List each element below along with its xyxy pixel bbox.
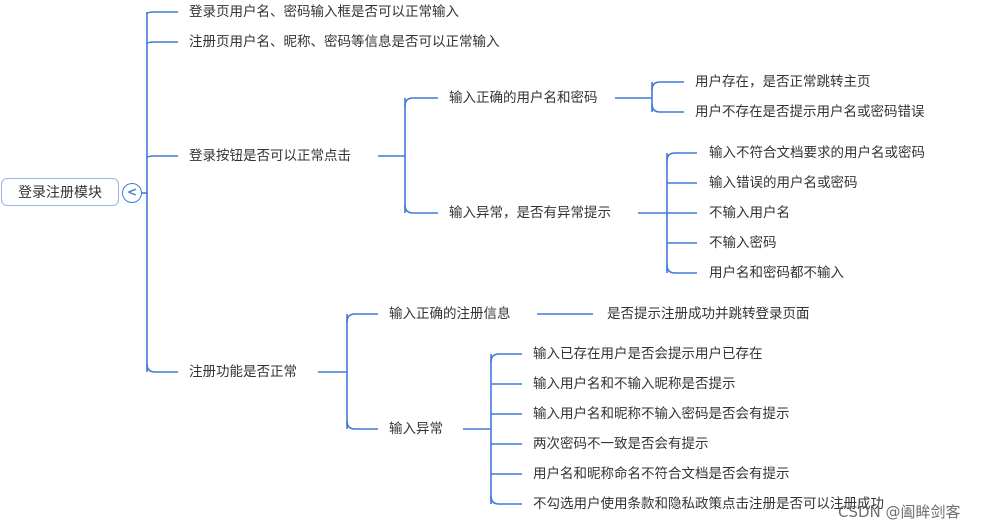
link-login-button [146,155,178,159]
root-node[interactable]: 登录注册模块 [1,178,119,206]
node-reg-abn-1[interactable]: 输入已存在用户是否会提示用户已存在 [533,346,763,362]
link-register-abnormal [346,420,378,430]
watermark: CSDN @阖眸剑客 [838,503,961,521]
collapse-toggle-icon[interactable]: < [122,183,142,203]
link-user-not-exists [651,103,684,113]
link-register-func [146,363,178,373]
node-login-button[interactable]: 登录按钮是否可以正常点击 [189,148,351,164]
node-register-correct[interactable]: 输入正确的注册信息 [389,306,511,322]
link-register-input [146,41,178,45]
node-login-abn-3[interactable]: 不输入用户名 [709,205,790,221]
node-login-abn-2[interactable]: 输入错误的用户名或密码 [709,175,858,191]
node-register-success[interactable]: 是否提示注册成功并跳转登录页面 [607,306,810,322]
link-login-abnormal [404,204,438,214]
node-login-abn-4[interactable]: 不输入密码 [709,235,777,251]
node-user-not-exists[interactable]: 用户不存在是否提示用户名或密码错误 [695,104,925,120]
link-reg-abn-6 [490,495,522,505]
node-user-exists[interactable]: 用户存在，是否正常跳转主页 [695,74,871,90]
node-register-abnormal[interactable]: 输入异常 [389,421,443,437]
node-login-correct[interactable]: 输入正确的用户名和密码 [449,90,598,106]
node-login-abn-5[interactable]: 用户名和密码都不输入 [709,265,844,281]
node-reg-abn-6[interactable]: 不勾选用户使用条款和隐私政策点击注册是否可以注册成功 [533,496,884,512]
link-register-correct [346,313,378,323]
node-register-func[interactable]: 注册功能是否正常 [189,364,297,380]
link-user-exists [651,81,684,91]
link-login-input [146,11,178,15]
node-register-input[interactable]: 注册页用户名、昵称、密码等信息是否可以正常输入 [189,34,500,50]
node-login-abn-1[interactable]: 输入不符合文档要求的用户名或密码 [709,145,925,161]
node-login-input[interactable]: 登录页用户名、密码输入框是否可以正常输入 [189,4,459,20]
node-reg-abn-2[interactable]: 输入用户名和不输入昵称是否提示 [533,376,736,392]
link-login-correct [404,97,438,107]
node-reg-abn-3[interactable]: 输入用户名和昵称不输入密码是否会有提示 [533,406,790,422]
node-login-abnormal[interactable]: 输入异常，是否有异常提示 [449,205,611,221]
link-abn-5 [666,264,697,274]
link-reg-abn-1 [490,353,522,363]
node-reg-abn-4[interactable]: 两次密码不一致是否会有提示 [533,436,709,452]
link-abn-1 [666,152,697,162]
node-reg-abn-5[interactable]: 用户名和昵称命名不符合文档是否会有提示 [533,466,790,482]
